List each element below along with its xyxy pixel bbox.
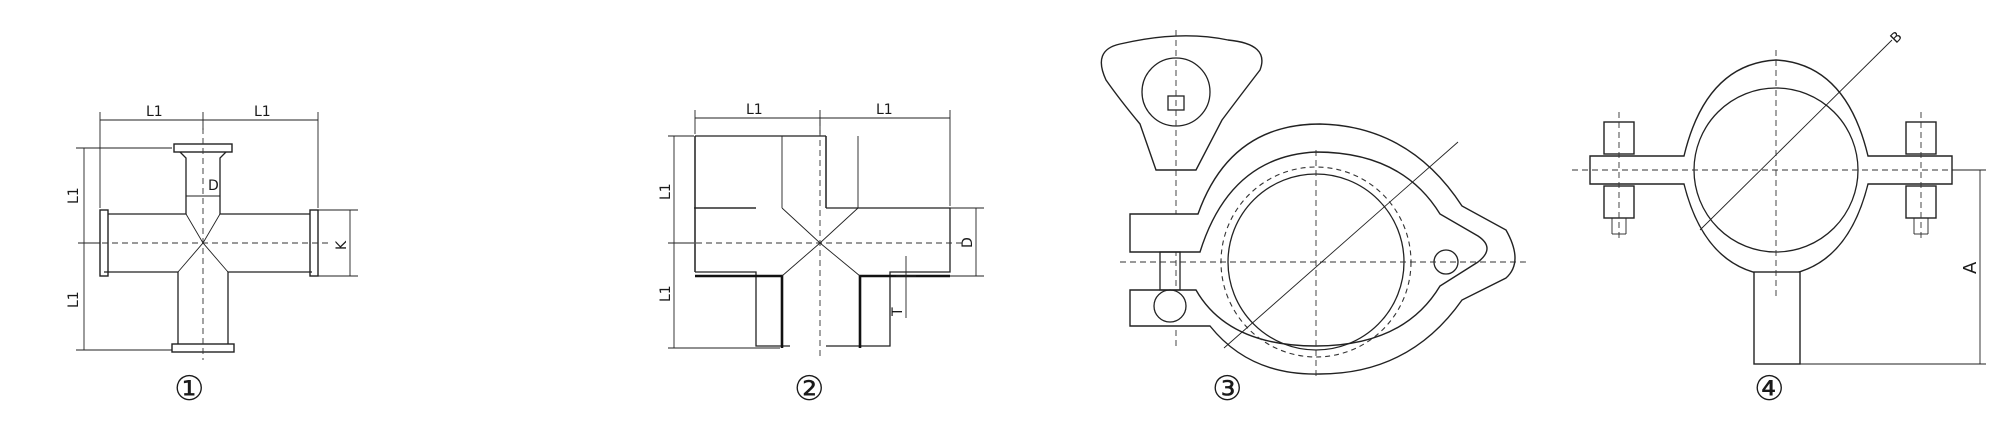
fig2-dim-t: T bbox=[890, 307, 906, 317]
fig3-wing-nut bbox=[1100, 35, 1263, 171]
figure-4-pipe-hanger: B A ④ bbox=[1572, 29, 1986, 409]
fig4-ring bbox=[1589, 59, 1953, 277]
fig4-dim-b: B bbox=[1888, 29, 1906, 47]
fig1-dim-l1-top-left: L1 bbox=[146, 104, 163, 120]
fig1-dim-k: K bbox=[334, 240, 350, 250]
fig1-dim-l1-top-right: L1 bbox=[254, 104, 271, 120]
fig2-dim-l1-left-lower: L1 bbox=[658, 285, 674, 302]
fig3-number: ③ bbox=[1212, 369, 1242, 409]
fig2-dim-l1-top-left: L1 bbox=[746, 102, 763, 118]
fig4-dim-a: A bbox=[1960, 261, 1981, 274]
fig1-dim-d: D bbox=[208, 178, 219, 194]
fig4-stem bbox=[1753, 271, 1801, 365]
fig4-number: ④ bbox=[1754, 369, 1784, 409]
fig1-dim-l1-left-lower: L1 bbox=[66, 291, 82, 308]
fig2-number: ② bbox=[794, 369, 824, 409]
figure-3-hinged-clamp: ③ bbox=[1100, 30, 1528, 409]
fig3-clamp-body bbox=[1129, 123, 1516, 375]
fig2-dim-d: D bbox=[960, 237, 976, 248]
fig1-dim-l1-left-upper: L1 bbox=[66, 187, 82, 204]
fig2-dim-l1-left-upper: L1 bbox=[658, 183, 674, 200]
figure-1-cross-clamp: L1 L1 L1 L1 D K ① bbox=[66, 104, 358, 409]
fig1-number: ① bbox=[174, 369, 204, 409]
figure-2-cross-weld: L1 L1 L1 L1 D T ② bbox=[658, 102, 984, 409]
fig2-dim-l1-top-right: L1 bbox=[876, 102, 893, 118]
